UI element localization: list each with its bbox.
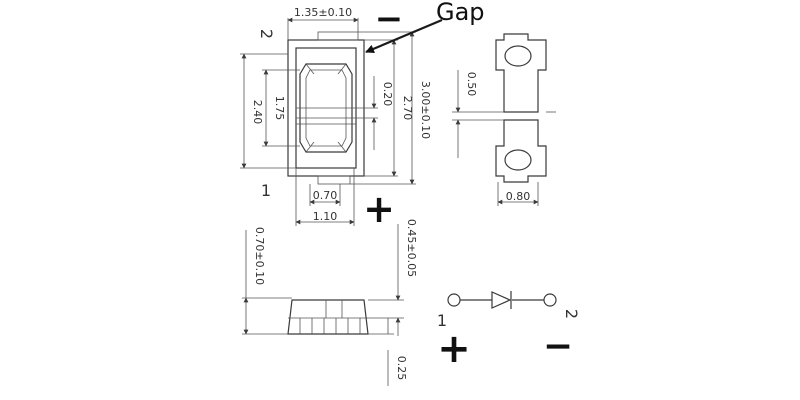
lens-inner xyxy=(305,69,347,147)
bottom-lead-tab xyxy=(317,175,351,185)
top-pin1-label: 1 xyxy=(261,181,271,200)
land-hole-bottom xyxy=(504,149,532,171)
dim-body-height: 2.70 xyxy=(401,96,414,121)
diode-triangle xyxy=(491,291,512,309)
dim-inner-height: 1.75 xyxy=(273,96,286,121)
schem-pin2-terminal xyxy=(543,293,557,307)
top-view xyxy=(287,31,378,185)
gap-arrow xyxy=(365,18,443,54)
gap-label: Gap xyxy=(436,0,485,26)
top-view-dimensions xyxy=(240,17,416,226)
dim-outer-height: 2.40 xyxy=(251,100,264,125)
dim-lead-width: 0.70 xyxy=(313,189,338,202)
land-pattern xyxy=(452,33,556,206)
land-hole-top xyxy=(504,45,532,67)
dim-standoff: 0.25 xyxy=(395,356,408,381)
top-pin2-label: 2 xyxy=(257,29,276,39)
schem-pin1-terminal xyxy=(447,293,461,307)
diode-symbol xyxy=(447,291,557,309)
schem-pin1-label: 1 xyxy=(437,311,447,330)
dim-land-width: 0.80 xyxy=(506,190,531,203)
top-lead-tab xyxy=(317,31,359,41)
side-body xyxy=(287,299,369,335)
dim-land-spacing: 0.50 xyxy=(465,72,478,97)
dim-lead-thickness: 0.45±0.05 xyxy=(405,219,418,277)
dim-package-height: 0.70±0.10 xyxy=(253,227,266,285)
plus-bottom-mark: + xyxy=(437,326,471,372)
minus-top-mark: − xyxy=(375,0,404,39)
dim-total-length: 3.00±0.10 xyxy=(419,81,432,139)
side-view xyxy=(242,224,404,386)
schem-pin2-label: 2 xyxy=(562,309,581,319)
dim-pad-width: 1.10 xyxy=(313,210,338,223)
plus-top-mark: + xyxy=(363,187,395,231)
dim-top-width: 1.35±0.10 xyxy=(294,6,352,19)
minus-bottom-mark: − xyxy=(543,326,573,367)
dim-gap-width: 0.20 xyxy=(381,82,394,107)
